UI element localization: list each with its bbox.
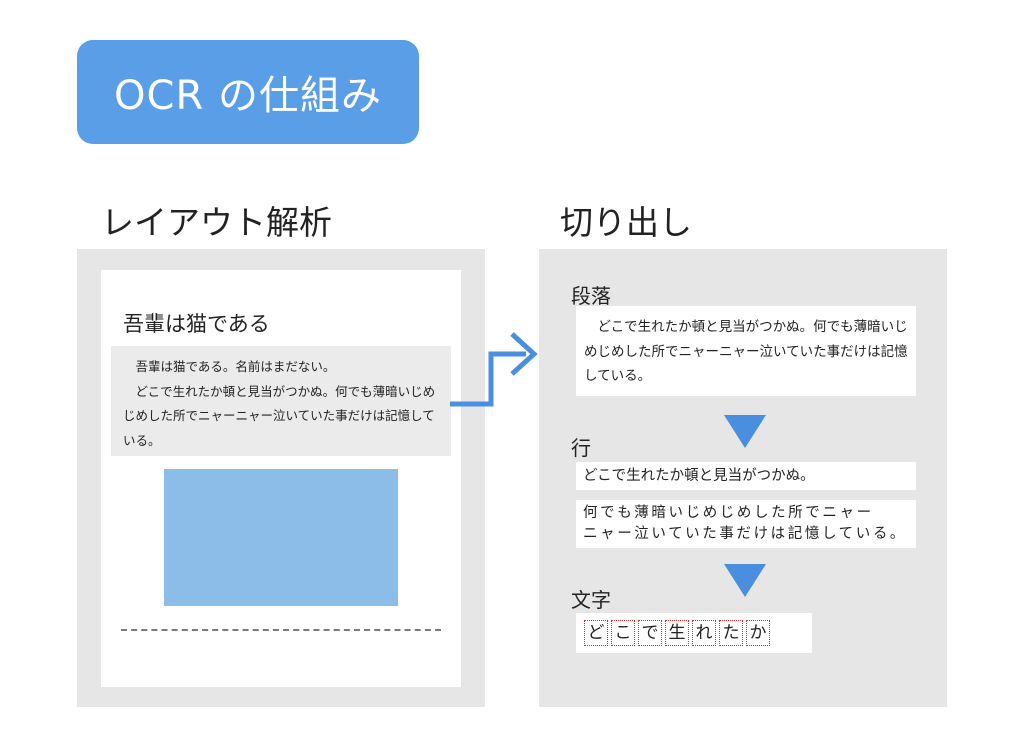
page-title: OCR の仕組み xyxy=(114,73,382,119)
char-cell: こ xyxy=(611,620,635,646)
document-body-line: 吾輩は猫である。名前はまだない。 xyxy=(135,359,336,374)
document-title: 吾輩は猫である xyxy=(123,312,270,336)
document-body-block: 吾輩は猫である。名前はまだない。 どこで生れたか頓と見当がつかぬ。何でも薄暗いじ… xyxy=(111,346,451,456)
line-text: どこで生れたか頓と見当がつかぬ。 xyxy=(583,468,815,484)
line-text: ニャー泣いていた事だけは記憶している。 xyxy=(583,526,908,542)
char-cell: れ xyxy=(692,620,716,646)
paragraph-label: 段落 xyxy=(571,284,611,308)
char-cell: た xyxy=(719,620,743,646)
paragraph-box: どこで生れたか頓と見当がつかぬ。何でも薄暗いじめじめした所でニャーニャー泣いてい… xyxy=(576,306,916,396)
char-cell: 生 xyxy=(665,620,689,646)
char-cell: で xyxy=(638,620,662,646)
line-label: 行 xyxy=(571,436,591,460)
document-image-block xyxy=(164,469,398,606)
document-body-line: どこで生れたか頓と見当がつかぬ。何でも薄暗いじめじめした所でニャーニャー泣いてい… xyxy=(123,383,436,448)
char-label: 文字 xyxy=(571,588,611,612)
document-dashed-divider xyxy=(121,629,441,631)
down-arrow-icon xyxy=(724,564,766,597)
segmentation-heading: 切り出し xyxy=(560,203,692,242)
down-arrow-icon xyxy=(724,415,766,448)
paragraph-text: どこで生れたか頓と見当がつかぬ。何でも薄暗いじめじめした所でニャーニャー泣いてい… xyxy=(584,319,908,384)
char-row: ど こ で 生 れ た か xyxy=(576,613,812,653)
layout-analysis-heading: レイアウト解析 xyxy=(101,203,332,242)
flow-arrow-icon xyxy=(450,332,538,407)
line-box: どこで生れたか頓と見当がつかぬ。 xyxy=(576,462,916,490)
line-box: 何でも薄暗いじめじめした所でニャー ニャー泣いていた事だけは記憶している。 xyxy=(576,500,916,548)
line-text: 何でも薄暗いじめじめした所でニャー xyxy=(583,505,874,521)
char-cell: か xyxy=(746,620,770,646)
char-cell: ど xyxy=(584,620,608,646)
title-badge: OCR の仕組み xyxy=(77,40,419,144)
